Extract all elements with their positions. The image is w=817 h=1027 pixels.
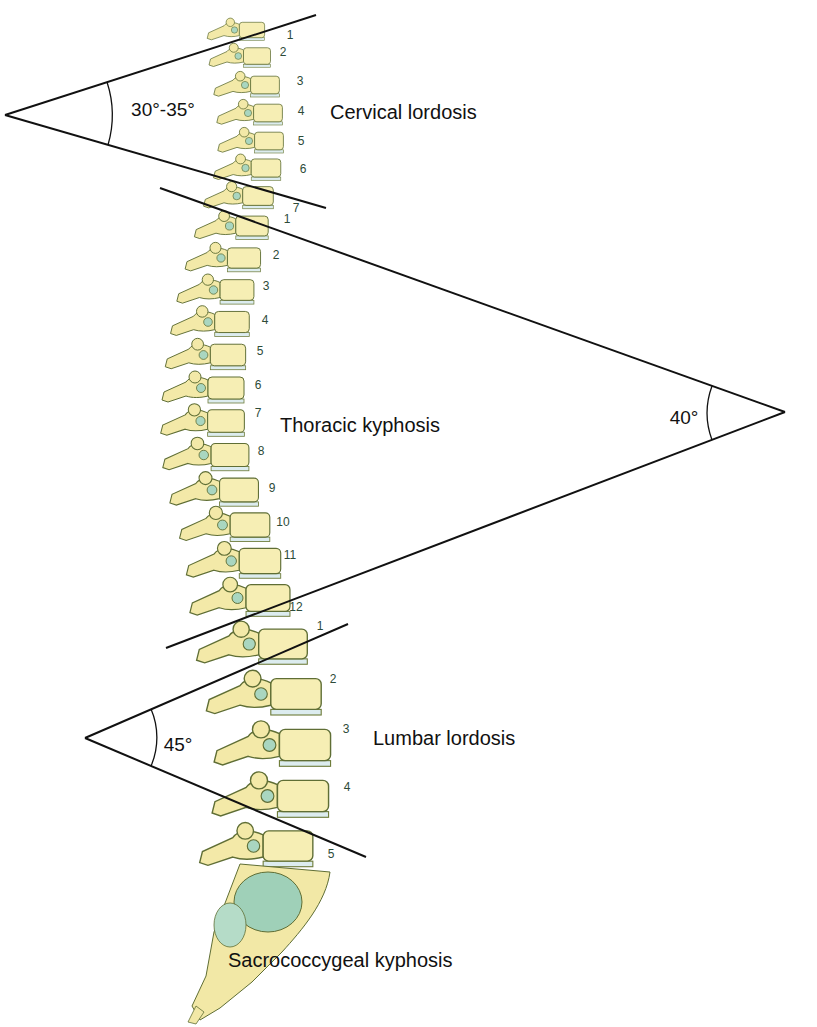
vertebra-number: 5 xyxy=(328,848,335,861)
vertebra-number: 2 xyxy=(273,249,280,262)
vertebra-number: 1 xyxy=(317,620,324,633)
vertebra-number: 1 xyxy=(287,29,294,42)
vertebra-number: 7 xyxy=(293,202,300,215)
angle-value: 40° xyxy=(670,408,699,429)
angle-value: 30°-35° xyxy=(131,100,195,121)
curve-name: Lumbar lordosis xyxy=(373,727,515,749)
curve-name: Cervical lordosis xyxy=(330,101,477,123)
vertebra-number: 3 xyxy=(263,280,270,293)
vertebra-number: 11 xyxy=(284,549,296,562)
vertebra-number: 6 xyxy=(300,163,307,176)
angle-value: 45° xyxy=(164,735,193,756)
vertebra-number: 6 xyxy=(255,379,262,392)
vertebra-number: 4 xyxy=(344,781,351,794)
vertebra-number: 2 xyxy=(280,46,287,59)
vertebra-number: 3 xyxy=(343,723,350,736)
vertebra-number: 3 xyxy=(297,75,304,88)
vertebra-number: 12 xyxy=(289,601,302,614)
vertebra-number: 5 xyxy=(257,345,264,358)
vertebra-number: 10 xyxy=(276,516,289,529)
vertebra-number: 9 xyxy=(269,482,276,495)
vertebra-number: 5 xyxy=(298,135,305,148)
vertebra-number: 2 xyxy=(330,673,337,686)
vertebra-number: 4 xyxy=(298,105,305,118)
vertebra-number: 7 xyxy=(255,407,262,420)
vertebra-number: 1 xyxy=(284,213,291,226)
vertebra-number: 4 xyxy=(262,314,269,327)
curve-name: Thoracic kyphosis xyxy=(280,414,440,436)
curve-name: Sacrococcygeal kyphosis xyxy=(228,949,453,971)
vertebra-number: 8 xyxy=(258,445,265,458)
